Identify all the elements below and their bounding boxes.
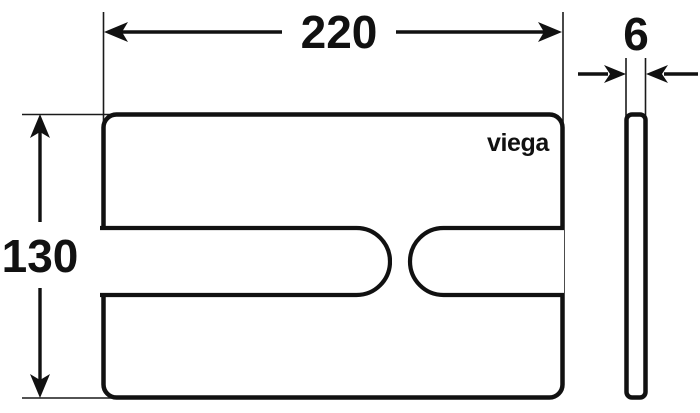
dimension-130-group: 130	[2, 114, 79, 398]
large-flush-button-shape	[100, 225, 392, 298]
dimension-130-arrow-top	[30, 114, 50, 138]
dimension-6-group: 6	[578, 8, 698, 83]
small-flush-button-shape	[407, 225, 564, 298]
dimension-220-group: 220	[104, 6, 562, 58]
extension-lines-group	[22, 12, 647, 399]
side-view-outline	[624, 112, 648, 400]
dimension-220-arrow-left	[104, 22, 128, 42]
dimension-6-value: 6	[623, 8, 649, 60]
dimension-130-arrow-bottom	[30, 374, 50, 398]
viega-logo: viega	[487, 129, 550, 157]
small-flush-button[interactable]	[407, 225, 610, 298]
dimension-130-value: 130	[2, 230, 79, 282]
dimension-220-arrow-right	[538, 22, 562, 42]
dimension-220-value: 220	[301, 6, 378, 58]
side-view-group	[624, 112, 648, 400]
dimension-6-arrow-right	[646, 65, 668, 83]
large-flush-button[interactable]	[60, 225, 392, 298]
dimension-6-arrow-left	[604, 65, 626, 83]
front-view-group: viega	[60, 112, 610, 400]
